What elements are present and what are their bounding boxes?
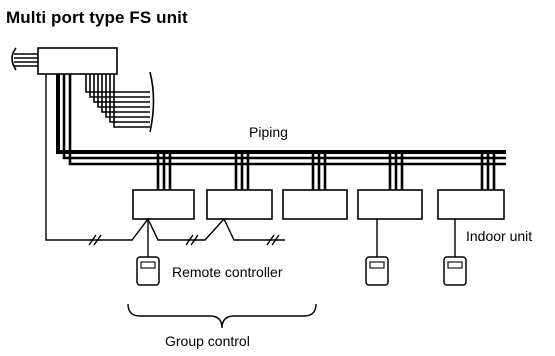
- indoor-unit-5: [437, 189, 505, 220]
- indoor-unit-2: [206, 189, 273, 220]
- fs-unit-box: [37, 47, 118, 75]
- group-control-brace: [127, 303, 317, 329]
- indoor-unit-3: [282, 189, 348, 220]
- incoming-pipes: [11, 47, 38, 71]
- remote-controller-2: [365, 256, 389, 286]
- remote-controller-label: Remote controller: [172, 264, 283, 280]
- branch-pipes: [156, 152, 496, 190]
- remote-controller-1: [136, 256, 160, 286]
- diagram-title: Multi port type FS unit: [6, 8, 188, 27]
- group-control-label: Group control: [165, 333, 250, 349]
- remote-controller-3: [443, 256, 467, 286]
- indoor-unit-1: [132, 189, 195, 220]
- indoor-unit-4: [357, 189, 423, 220]
- piping-label: Piping: [249, 124, 288, 140]
- indoor-unit-label: Indoor unit: [466, 228, 533, 244]
- control-wiring: [45, 74, 456, 257]
- spare-port-pipes: [85, 71, 155, 133]
- main-piping: [56, 74, 506, 166]
- indoor-units: [132, 189, 505, 220]
- wire-tick-marks: [88, 234, 280, 246]
